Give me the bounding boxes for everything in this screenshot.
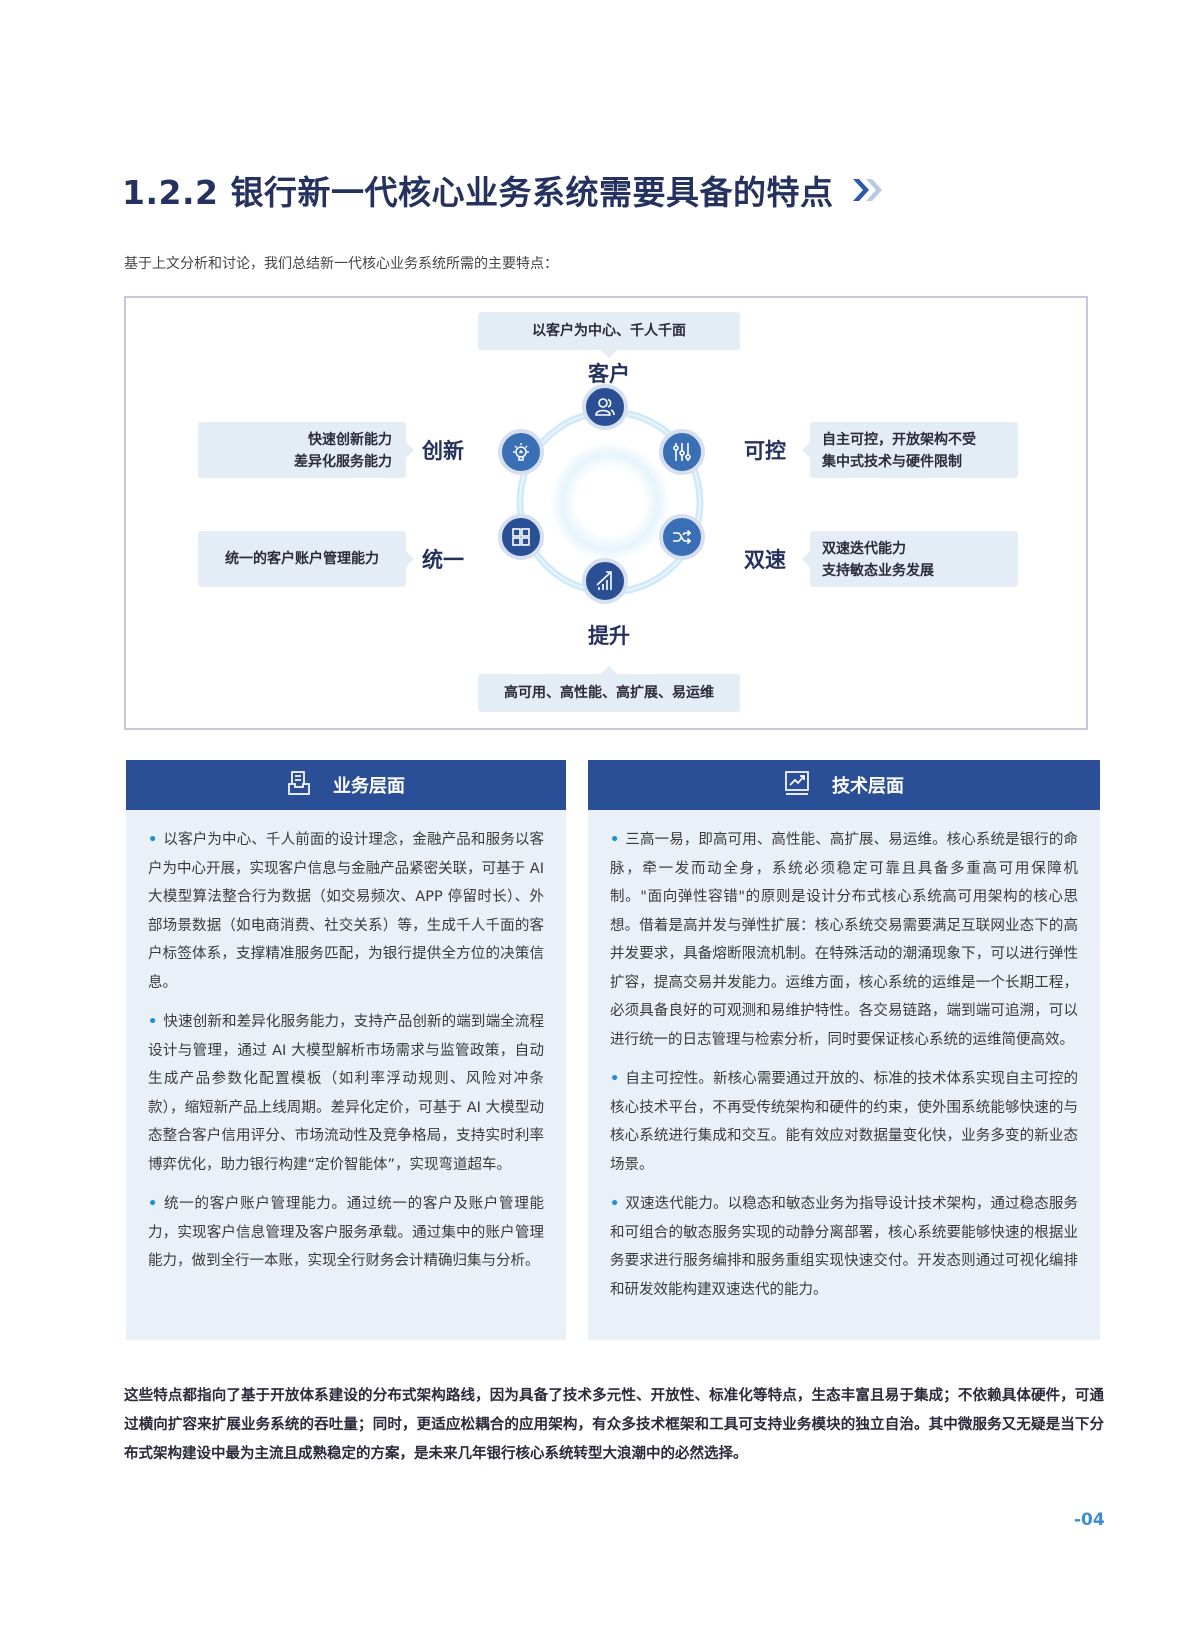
sliders-icon (659, 429, 705, 475)
business-paragraph-text: 快速创新和差异化服务能力，支持产品创新的端到端全流程设计与管理，通过 AI 大模… (148, 1014, 544, 1173)
bullet-icon: • (610, 1071, 620, 1087)
unified-label: 统一 (422, 548, 464, 572)
business-paragraph: •统一的客户账户管理能力。通过统一的客户及账户管理能力，实现客户信息管理及客户服… (148, 1190, 544, 1276)
customer-label: 客户 (588, 362, 630, 386)
innovation-desc-line: 差异化服务能力 (294, 454, 392, 470)
page-title: 1.2.2 银行新一代核心业务系统需要具备的特点 (122, 166, 885, 214)
page-number: -04 (1074, 1510, 1105, 1530)
technology-card-header: 技术层面 (588, 760, 1100, 810)
features-diagram: 以客户为中心、千人千面 客户 快速创新能力 差异化服务能力 创新 统一的客户账户… (124, 296, 1088, 730)
shuffle-icon (659, 514, 705, 560)
technology-paragraph: •自主可控性。新核心需要通过开放的、标准的技术体系实现自主可控的核心技术平台，不… (610, 1065, 1078, 1179)
business-paragraph-text: 以客户为中心、千人前面的设计理念，金融产品和服务以客户为中心开展，实现客户信息与… (148, 832, 544, 991)
upgrade-desc: 高可用、高性能、高扩展、易运维 (504, 685, 714, 701)
unified-desc-box: 统一的客户账户管理能力 (198, 531, 414, 587)
business-paragraph: •快速创新和差异化服务能力，支持产品创新的端到端全流程设计与管理，通过 AI 大… (148, 1008, 544, 1179)
double-chevron-right-icon (851, 177, 885, 203)
technology-paragraph: •双速迭代能力。以稳态和敏态业务为指导设计技术架构，通过稳态服务和可组合的敏态服… (610, 1190, 1078, 1304)
unified-desc: 统一的客户账户管理能力 (225, 551, 379, 567)
controllable-desc-line: 集中式技术与硬件限制 (822, 454, 962, 470)
customer-desc: 以客户为中心、千人千面 (532, 323, 686, 339)
users-icon (582, 384, 628, 430)
dual-speed-desc-line: 支持敏态业务发展 (822, 563, 934, 579)
summary-paragraph: 这些特点都指向了基于开放体系建设的分布式架构路线，因为具备了技术多元性、开放性、… (124, 1388, 1104, 1462)
lightbulb-icon (498, 429, 544, 475)
upgrade-label: 提升 (588, 624, 630, 648)
innovation-desc-box: 快速创新能力 差异化服务能力 (198, 422, 414, 478)
controllable-desc-box: 自主可控，开放架构不受 集中式技术与硬件限制 (802, 422, 1018, 478)
bullet-icon: • (148, 1196, 158, 1212)
technology-paragraph-text: 双速迭代能力。以稳态和敏态业务为指导设计技术架构，通过稳态服务和可组合的敏态服务… (610, 1196, 1078, 1298)
title-text: 1.2.2 银行新一代核心业务系统需要具备的特点 (122, 173, 834, 212)
technology-card-body: •三高一易，即高可用、高性能、高扩展、易运维。核心系统是银行的命脉，牵一发而动全… (588, 810, 1100, 1304)
controllable-label: 可控 (744, 439, 786, 463)
innovation-label: 创新 (422, 439, 464, 463)
document-tray-icon (287, 770, 311, 801)
business-paragraph-text: 统一的客户账户管理能力。通过统一的客户及账户管理能力，实现客户信息管理及客户服务… (148, 1196, 544, 1269)
technology-paragraph-text: 三高一易，即高可用、高性能、高扩展、易运维。核心系统是银行的命脉，牵一发而动全身… (610, 832, 1078, 1048)
grid-icon (498, 514, 544, 560)
controllable-desc-line: 自主可控，开放架构不受 (822, 432, 976, 448)
dual-speed-label: 双速 (744, 548, 786, 572)
business-paragraph: •以客户为中心、千人前面的设计理念，金融产品和服务以客户为中心开展，实现客户信息… (148, 826, 544, 997)
bullet-icon: • (148, 832, 158, 848)
business-card: 业务层面 •以客户为中心、千人前面的设计理念，金融产品和服务以客户为中心开展，实… (126, 760, 566, 1340)
customer-desc-box: 以客户为中心、千人千面 (478, 312, 740, 358)
business-card-header: 业务层面 (126, 760, 566, 810)
bullet-icon: • (610, 1196, 620, 1212)
dual-speed-desc-box: 双速迭代能力 支持敏态业务发展 (802, 531, 1018, 587)
business-card-title: 业务层面 (333, 776, 405, 797)
trend-chart-icon (784, 770, 810, 801)
innovation-desc-line: 快速创新能力 (308, 432, 392, 448)
business-card-body: •以客户为中心、千人前面的设计理念，金融产品和服务以客户为中心开展，实现客户信息… (126, 810, 566, 1276)
bullet-icon: • (610, 832, 620, 848)
intro-text: 基于上文分析和讨论，我们总结新一代核心业务系统所需的主要特点： (124, 256, 558, 272)
technology-paragraph: •三高一易，即高可用、高性能、高扩展、易运维。核心系统是银行的命脉，牵一发而动全… (610, 826, 1078, 1054)
dual-speed-desc-line: 双速迭代能力 (822, 541, 906, 557)
technology-card-title: 技术层面 (832, 776, 904, 797)
bullet-icon: • (148, 1014, 158, 1030)
technology-paragraph-text: 自主可控性。新核心需要通过开放的、标准的技术体系实现自主可控的核心技术平台，不再… (610, 1071, 1078, 1173)
upgrade-desc-box: 高可用、高性能、高扩展、易运维 (478, 666, 740, 712)
technology-card: 技术层面 •三高一易，即高可用、高性能、高扩展、易运维。核心系统是银行的命脉，牵… (588, 760, 1100, 1340)
growth-chart-icon (582, 558, 628, 604)
